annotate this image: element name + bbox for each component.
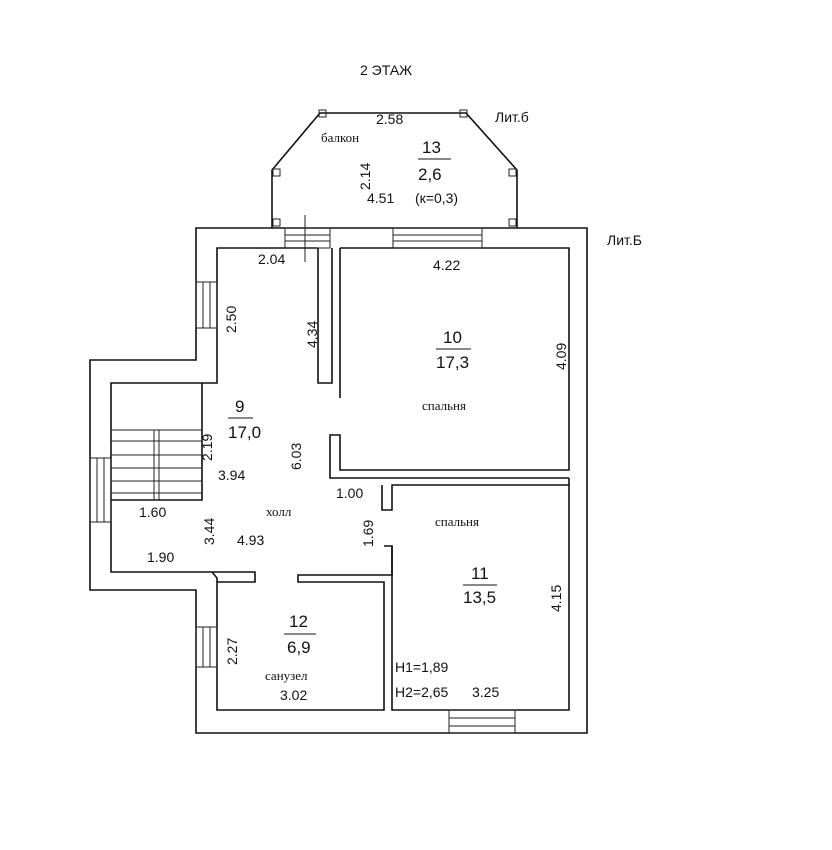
dim: 3.25 [472, 684, 499, 700]
dimension-labels: 2.58 2.14 4.51 2.04 4.22 2.50 4.34 4.09 … [139, 111, 569, 703]
windows [89, 215, 516, 734]
inner-wall-west [110, 247, 393, 711]
height-h2: H2=2,65 [395, 684, 449, 700]
room-area: 17,3 [436, 353, 469, 372]
outer-wall [89, 227, 588, 734]
dim: 4.34 [304, 321, 320, 348]
dim: 4.15 [548, 585, 564, 612]
dim: 2.50 [223, 306, 239, 333]
room-name: балкон [321, 130, 359, 145]
lit-small-label: Лит.б [495, 109, 529, 125]
room-name: холл [266, 504, 292, 519]
room-area: 17,0 [228, 423, 261, 442]
dim: 2.14 [357, 163, 373, 190]
dim: 2.27 [224, 638, 240, 665]
balcony-corner-marks [272, 109, 517, 227]
floor-title: 2 ЭТАЖ [360, 62, 412, 78]
dim: 2.58 [376, 111, 403, 127]
dim: 1.90 [147, 549, 174, 565]
hall-partition-door [212, 571, 256, 583]
room-number: 13 [422, 138, 441, 157]
room-number: 9 [235, 397, 244, 416]
dim: 1.00 [336, 485, 363, 501]
dim: 3.94 [218, 467, 245, 483]
dim: 2.19 [199, 434, 215, 461]
dim: 4.22 [433, 257, 460, 273]
stair-partition [111, 383, 203, 501]
balcony-outline [271, 112, 518, 228]
room-note: (к=0,3) [415, 190, 458, 206]
dim: 3.02 [280, 687, 307, 703]
room-area: 6,9 [287, 638, 311, 657]
room-name: спальня [422, 398, 466, 413]
room-11-walls [381, 484, 570, 711]
dim: 4.51 [367, 190, 394, 206]
dim: 4.09 [553, 343, 569, 370]
room-number: 12 [289, 612, 308, 631]
dim: 2.04 [258, 251, 285, 267]
dim: 6.03 [288, 443, 304, 470]
dim: 3.44 [201, 518, 217, 545]
area-fraction-lines [228, 158, 497, 635]
room-number: 11 [471, 564, 489, 583]
room-name: санузел [265, 668, 308, 683]
dim: 4.93 [237, 532, 264, 548]
room-area: 13,5 [463, 588, 496, 607]
dim: 1.69 [360, 520, 376, 547]
partition-hall-north [317, 248, 333, 384]
staircase [111, 429, 202, 500]
room-number: 10 [443, 328, 462, 347]
room-10-walls [329, 247, 570, 479]
room-area: 2,6 [418, 165, 442, 184]
dim: 1.60 [139, 504, 166, 520]
room-name: спальня [435, 514, 479, 529]
lit-big-label: Лит.Б [607, 232, 642, 248]
height-h1: H1=1,89 [395, 659, 449, 675]
